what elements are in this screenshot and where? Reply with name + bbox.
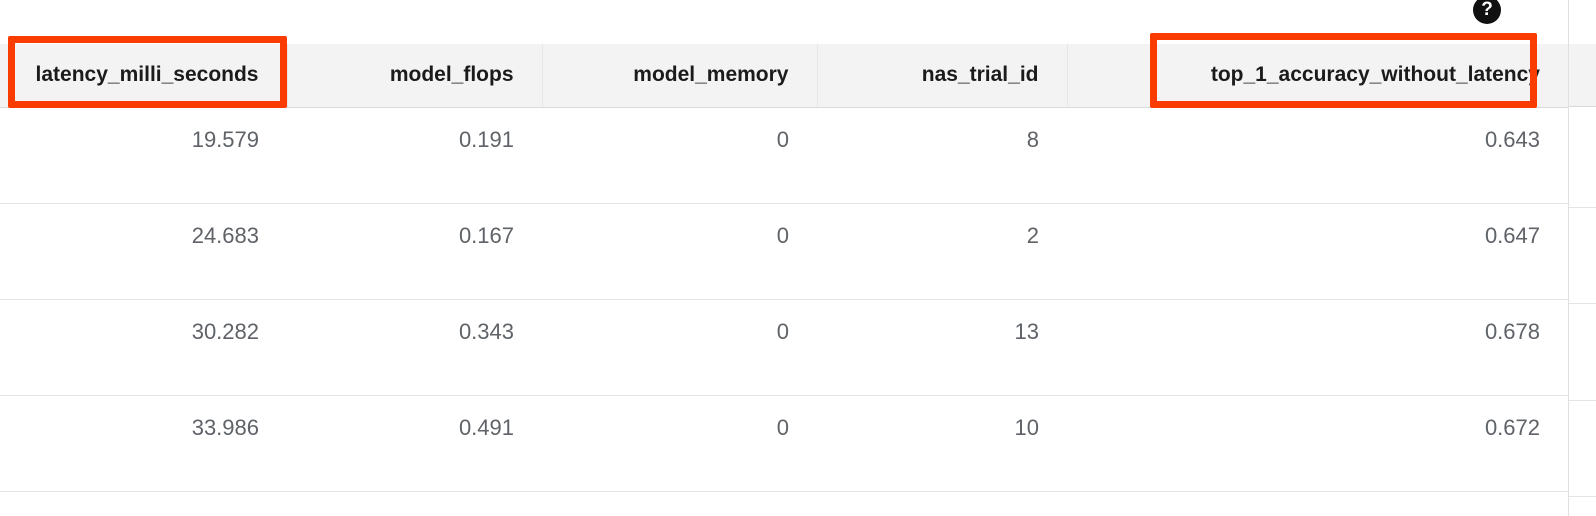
next-column-cells-partial — [1569, 107, 1596, 497]
table-body: 19.579 0.191 0 8 0.643 24.683 0.167 0 2 … — [0, 107, 1568, 492]
help-circle-icon[interactable]: ? — [1473, 0, 1501, 24]
cell-nas-trial-id: 13 — [817, 299, 1067, 396]
next-column-header-partial[interactable] — [1569, 44, 1596, 107]
cell-model-flops: 0.191 — [287, 107, 542, 204]
column-header-latency-milli-seconds[interactable]: latency_milli_seconds — [0, 44, 287, 108]
row-divider — [1569, 400, 1596, 401]
column-header-model-flops[interactable]: model_flops — [286, 44, 542, 108]
table-row[interactable]: 19.579 0.191 0 8 0.643 — [0, 107, 1568, 204]
cell-model-flops: 0.167 — [287, 203, 542, 300]
column-header-nas-trial-id[interactable]: nas_trial_id — [816, 44, 1067, 108]
cell-nas-trial-id: 2 — [817, 203, 1067, 300]
cell-top-1-accuracy-without-latency: 0.647 — [1067, 203, 1568, 300]
cell-latency-milli-seconds: 33.986 — [0, 395, 287, 492]
cell-model-flops: 0.491 — [287, 395, 542, 492]
table-row[interactable]: 24.683 0.167 0 2 0.647 — [0, 203, 1568, 300]
row-divider — [1569, 496, 1596, 497]
cell-latency-milli-seconds: 19.579 — [0, 107, 287, 204]
row-divider — [1569, 207, 1596, 208]
cell-latency-milli-seconds: 24.683 — [0, 203, 287, 300]
cell-model-memory: 0 — [542, 299, 817, 396]
table-header-row: latency_milli_seconds model_flops model_… — [0, 44, 1568, 108]
cell-latency-milli-seconds: 30.282 — [0, 299, 287, 396]
column-divider — [1568, 0, 1569, 516]
table-header: latency_milli_seconds model_flops model_… — [0, 44, 1568, 108]
cell-nas-trial-id: 8 — [817, 107, 1067, 204]
cell-model-memory: 0 — [542, 107, 817, 204]
column-header-model-memory[interactable]: model_memory — [541, 44, 817, 108]
cell-model-memory: 0 — [542, 203, 817, 300]
cell-top-1-accuracy-without-latency: 0.643 — [1067, 107, 1568, 204]
cell-top-1-accuracy-without-latency: 0.672 — [1067, 395, 1568, 492]
table-row[interactable]: 30.282 0.343 0 13 0.678 — [0, 299, 1568, 396]
cell-top-1-accuracy-without-latency: 0.678 — [1067, 299, 1568, 396]
cell-model-flops: 0.343 — [287, 299, 542, 396]
results-table: latency_milli_seconds model_flops model_… — [0, 44, 1568, 492]
cell-model-memory: 0 — [542, 395, 817, 492]
row-divider — [1569, 303, 1596, 304]
column-header-top-1-accuracy-without-latency[interactable]: top_1_accuracy_without_latency — [1066, 44, 1568, 108]
table-row[interactable]: 33.986 0.491 0 10 0.672 — [0, 395, 1568, 492]
cell-nas-trial-id: 10 — [817, 395, 1067, 492]
